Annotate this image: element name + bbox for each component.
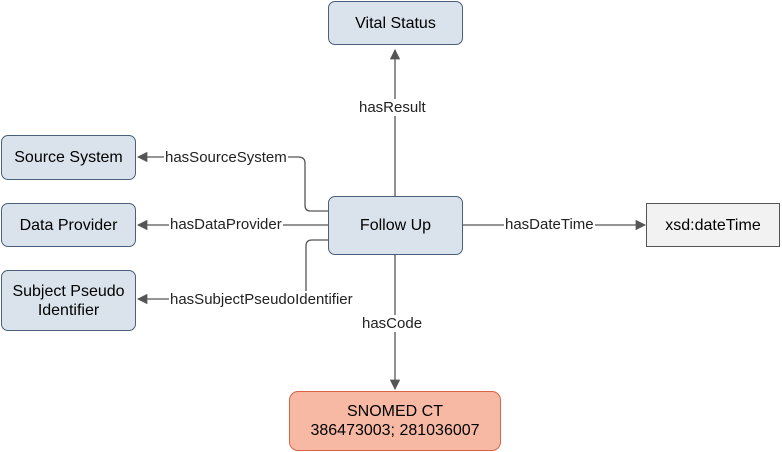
- has-result-label: hasResult: [358, 99, 427, 116]
- edge-has-source-system: [136, 151, 328, 212]
- vital-status-node: Vital Status: [328, 1, 463, 45]
- follow-up-label: Follow Up: [359, 217, 432, 234]
- has-date-time-label: hasDateTime: [504, 216, 595, 233]
- subject-pseudo-identifier-node: Subject Pseudo Identifier: [1, 270, 136, 331]
- source-system-label: Source System: [14, 149, 123, 166]
- snomed-label-line2: 386473003; 281036007: [310, 422, 480, 439]
- datetime-node: xsd:dateTime: [646, 203, 780, 247]
- has-subject-pseudo-identifier-label: hasSubjectPseudoIdentifier: [169, 291, 354, 308]
- datetime-label: xsd:dateTime: [665, 216, 761, 234]
- data-provider-label: Data Provider: [19, 216, 118, 234]
- source-system-node: Source System: [1, 135, 136, 180]
- has-source-system-label: hasSourceSystem: [164, 149, 288, 166]
- subject-pseudo-label-line1: Subject Pseudo: [12, 282, 125, 300]
- has-code-label: hasCode: [361, 315, 424, 332]
- follow-up-node: Follow Up: [328, 196, 463, 255]
- snomed-ct-node: SNOMED CT 386473003; 281036007: [289, 391, 501, 451]
- has-data-provider-label: hasDataProvider: [169, 216, 283, 233]
- data-provider-node: Data Provider: [1, 203, 136, 247]
- snomed-label-line1: SNOMED CT: [347, 403, 443, 420]
- subject-pseudo-label-line2: Identifier: [37, 301, 100, 319]
- vital-status-label: Vital Status: [355, 14, 436, 32]
